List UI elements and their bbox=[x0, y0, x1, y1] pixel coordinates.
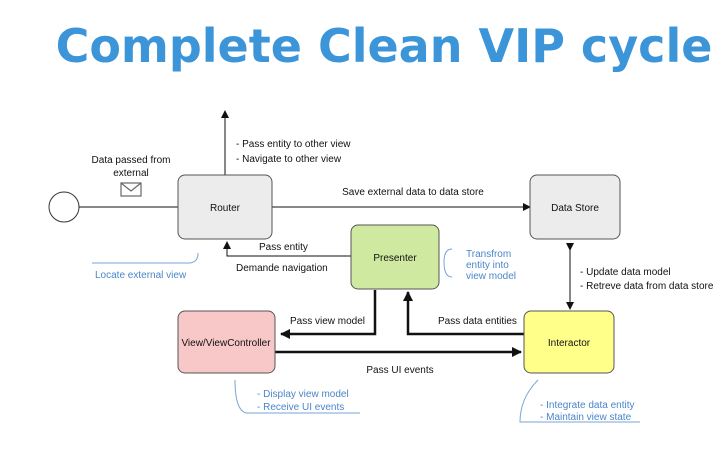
label-update-data-model: - Update data model bbox=[580, 267, 671, 278]
label-data-passed-1: Data passed from bbox=[92, 155, 171, 166]
label-pass-view-model: Pass view model bbox=[290, 316, 365, 327]
start-node-circle bbox=[48, 191, 80, 223]
label-demand-navigation: Demande navigation bbox=[236, 263, 328, 274]
label-retrieve-data: - Retreve data from data store bbox=[580, 281, 714, 292]
envelope-icon bbox=[120, 182, 142, 197]
node-router-label: Router bbox=[210, 203, 241, 214]
node-presenter[interactable]: Presenter bbox=[350, 224, 440, 290]
node-presenter-label: Presenter bbox=[373, 253, 417, 264]
note-interactor-bracket bbox=[519, 379, 640, 423]
label-pass-ui-events: Pass UI events bbox=[366, 365, 433, 376]
note-interactor-1: - Integrate data entity bbox=[540, 400, 635, 411]
label-pass-data-entities: Pass data entities bbox=[438, 316, 517, 327]
note-view-2: - Receive UI events bbox=[257, 402, 344, 413]
node-interactor-label: Interactor bbox=[548, 338, 591, 349]
note-presenter-2: entity into bbox=[466, 260, 509, 271]
note-router: Locate external view bbox=[95, 270, 187, 281]
node-router[interactable]: Router bbox=[177, 174, 273, 240]
node-data-store[interactable]: Data Store bbox=[529, 174, 621, 240]
node-interactor[interactable]: Interactor bbox=[523, 310, 615, 374]
note-presenter-bracket bbox=[443, 248, 453, 278]
node-view-controller-label: View/ViewController bbox=[181, 338, 271, 349]
note-view-1: - Display view model bbox=[257, 389, 349, 400]
note-interactor-2: - Maintain view state bbox=[540, 412, 632, 423]
note-presenter-3: view model bbox=[466, 271, 516, 282]
note-presenter-1: Transfrom bbox=[466, 249, 511, 260]
label-pass-entity: Pass entity bbox=[259, 242, 308, 253]
edge-presenter-to-view bbox=[280, 290, 377, 339]
label-save-external: Save external data to data store bbox=[342, 187, 484, 198]
note-router-bracket bbox=[92, 252, 199, 264]
node-view-controller[interactable]: View/ViewController bbox=[177, 310, 276, 374]
label-router-out-2: - Navigate to other view bbox=[236, 154, 342, 165]
node-data-store-label: Data Store bbox=[551, 203, 599, 214]
label-router-out-1: - Pass entity to other view bbox=[236, 139, 351, 150]
label-data-passed-2: external bbox=[113, 168, 149, 179]
edge-interactor-to-presenter bbox=[403, 291, 524, 336]
note-view-bracket bbox=[234, 379, 360, 414]
diagram-title: Complete Clean VIP cycle bbox=[56, 19, 713, 73]
edge-presenter-to-router bbox=[223, 241, 351, 257]
